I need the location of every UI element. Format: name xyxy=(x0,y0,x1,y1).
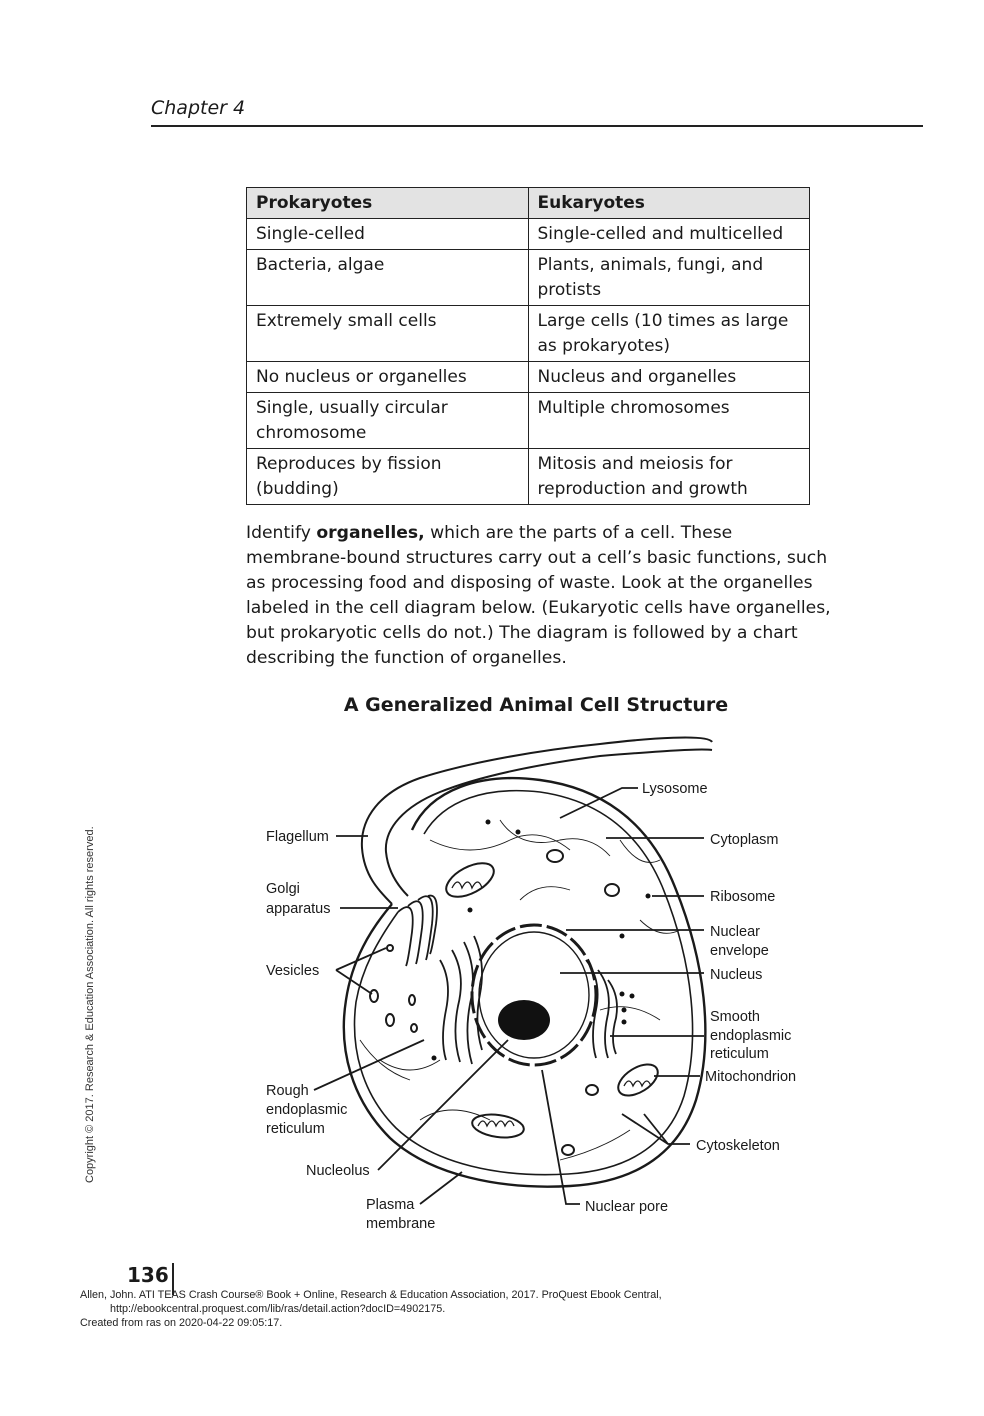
flagellum-inner xyxy=(384,748,713,897)
table-cell: Nucleus and organelles xyxy=(527,361,810,393)
side-copyright: Copyright © 2017. Research & Education A… xyxy=(84,826,96,1183)
mitochondrion-cristae xyxy=(477,1120,515,1128)
nuclear-envelope-inner xyxy=(478,931,590,1059)
label-nucleolus: Nucleolus xyxy=(306,1163,370,1179)
column-header: Eukaryotes xyxy=(527,187,810,219)
label-lysosome: Lysosome xyxy=(642,781,708,797)
chapter-heading: Chapter 4 xyxy=(151,97,246,119)
vesicle xyxy=(386,944,394,952)
intro-paragraph: Identify organelles, which are the parts… xyxy=(246,521,836,671)
table-row: Single-celled Single-celled and multicel… xyxy=(246,218,810,250)
label-smooth-er-2: endoplasmic xyxy=(710,1028,791,1044)
table-cell: Multiple chromosomes xyxy=(527,392,810,449)
label-rough-er-2: endoplasmic xyxy=(266,1102,347,1118)
label-nuclear-pore: Nuclear pore xyxy=(585,1199,668,1215)
footer-citation-link[interactable]: http://ebookcentral.proquest.com/lib/ras… xyxy=(110,1303,446,1315)
diagram-title: A Generalized Animal Cell Structure xyxy=(343,694,729,716)
label-vesicles: Vesicles xyxy=(266,963,319,979)
leader-lines xyxy=(313,787,704,1205)
label-nuclear-envelope-2: envelope xyxy=(710,943,769,959)
intro-lead: Identify xyxy=(246,523,317,543)
table-cell: Extremely small cells xyxy=(246,305,529,362)
golgi-stack xyxy=(397,894,438,967)
label-cytoskeleton: Cytoskeleton xyxy=(696,1138,780,1154)
intro-term: organelles, xyxy=(316,523,425,543)
table-cell: Single-celled xyxy=(246,218,529,250)
label-ribosome: Ribosome xyxy=(710,889,775,905)
table-header-row: Prokaryotes Eukaryotes xyxy=(246,187,810,219)
label-golgi-1: Golgi xyxy=(266,881,300,897)
table-cell: Single, usually circular chromosome xyxy=(246,392,529,449)
label-plasma-membrane-2: membrane xyxy=(366,1216,435,1232)
label-flagellum: Flagellum xyxy=(266,829,329,845)
vesicle xyxy=(604,883,620,897)
label-rough-er-3: reticulum xyxy=(266,1121,325,1137)
label-cytoplasm: Cytoplasm xyxy=(710,832,779,848)
lysosome xyxy=(546,849,564,863)
label-smooth-er-3: reticulum xyxy=(710,1046,769,1062)
mitochondrion xyxy=(471,1113,525,1139)
cytoskeleton-fiber xyxy=(359,819,681,1161)
label-plasma-membrane-1: Plasma xyxy=(366,1197,415,1213)
vesicle xyxy=(408,994,416,1006)
table-cell: Reproduces by fission (budding) xyxy=(246,448,529,505)
flagellum xyxy=(360,736,713,905)
table-cell: Mitosis and meiosis for reproduction and… xyxy=(527,448,810,505)
mitochondrion-cristae xyxy=(451,881,483,890)
label-rough-er-1: Rough xyxy=(266,1083,309,1099)
label-smooth-er-1: Smooth xyxy=(710,1009,760,1025)
nucleolus xyxy=(498,1000,550,1040)
nuclear-envelope-outer xyxy=(470,923,598,1067)
mitochondrion xyxy=(445,862,495,898)
vesicle xyxy=(385,1013,395,1027)
footer-citation-line-1: Allen, John. ATI TEAS Crash Course® Book… xyxy=(80,1289,662,1301)
label-golgi-2: apparatus xyxy=(266,901,331,917)
comparison-table: Prokaryotes Eukaryotes Single-celled Sin… xyxy=(246,187,810,505)
vesicle xyxy=(561,1144,575,1156)
label-nuclear-envelope-1: Nuclear xyxy=(710,924,760,940)
table-cell: Single-celled and multicelled xyxy=(527,218,810,250)
page-number-divider xyxy=(172,1263,174,1295)
mitochondrion-cristae xyxy=(623,1080,652,1088)
plasma-membrane-inner xyxy=(353,789,694,1176)
rough-er xyxy=(439,935,483,1065)
table-row: Extremely small cells Large cells (10 ti… xyxy=(246,305,810,362)
footer-created: Created from ras on 2020-04-22 09:05:17. xyxy=(80,1317,283,1329)
table-row: Reproduces by fission (budding) Mitosis … xyxy=(246,448,810,505)
intro-rest: which are the parts of a cell. These mem… xyxy=(246,523,831,668)
vesicle xyxy=(410,1023,418,1033)
column-header: Prokaryotes xyxy=(246,187,529,219)
vesicle xyxy=(585,1084,599,1096)
label-mitochondrion: Mitochondrion xyxy=(705,1069,796,1085)
mitochondrion xyxy=(617,1063,659,1097)
table-cell: Bacteria, algae xyxy=(246,249,529,306)
ribosomes xyxy=(431,819,651,1061)
table-cell: Large cells (10 times as large as prokar… xyxy=(527,305,810,362)
vesicle xyxy=(369,989,379,1003)
label-nucleus: Nucleus xyxy=(710,967,762,983)
plasma-membrane-outer xyxy=(342,776,707,1188)
smooth-er xyxy=(585,959,618,1059)
page-number: 136 xyxy=(127,1263,169,1287)
header-rule xyxy=(151,125,923,127)
table-row: Single, usually circular chromosome Mult… xyxy=(246,392,810,449)
